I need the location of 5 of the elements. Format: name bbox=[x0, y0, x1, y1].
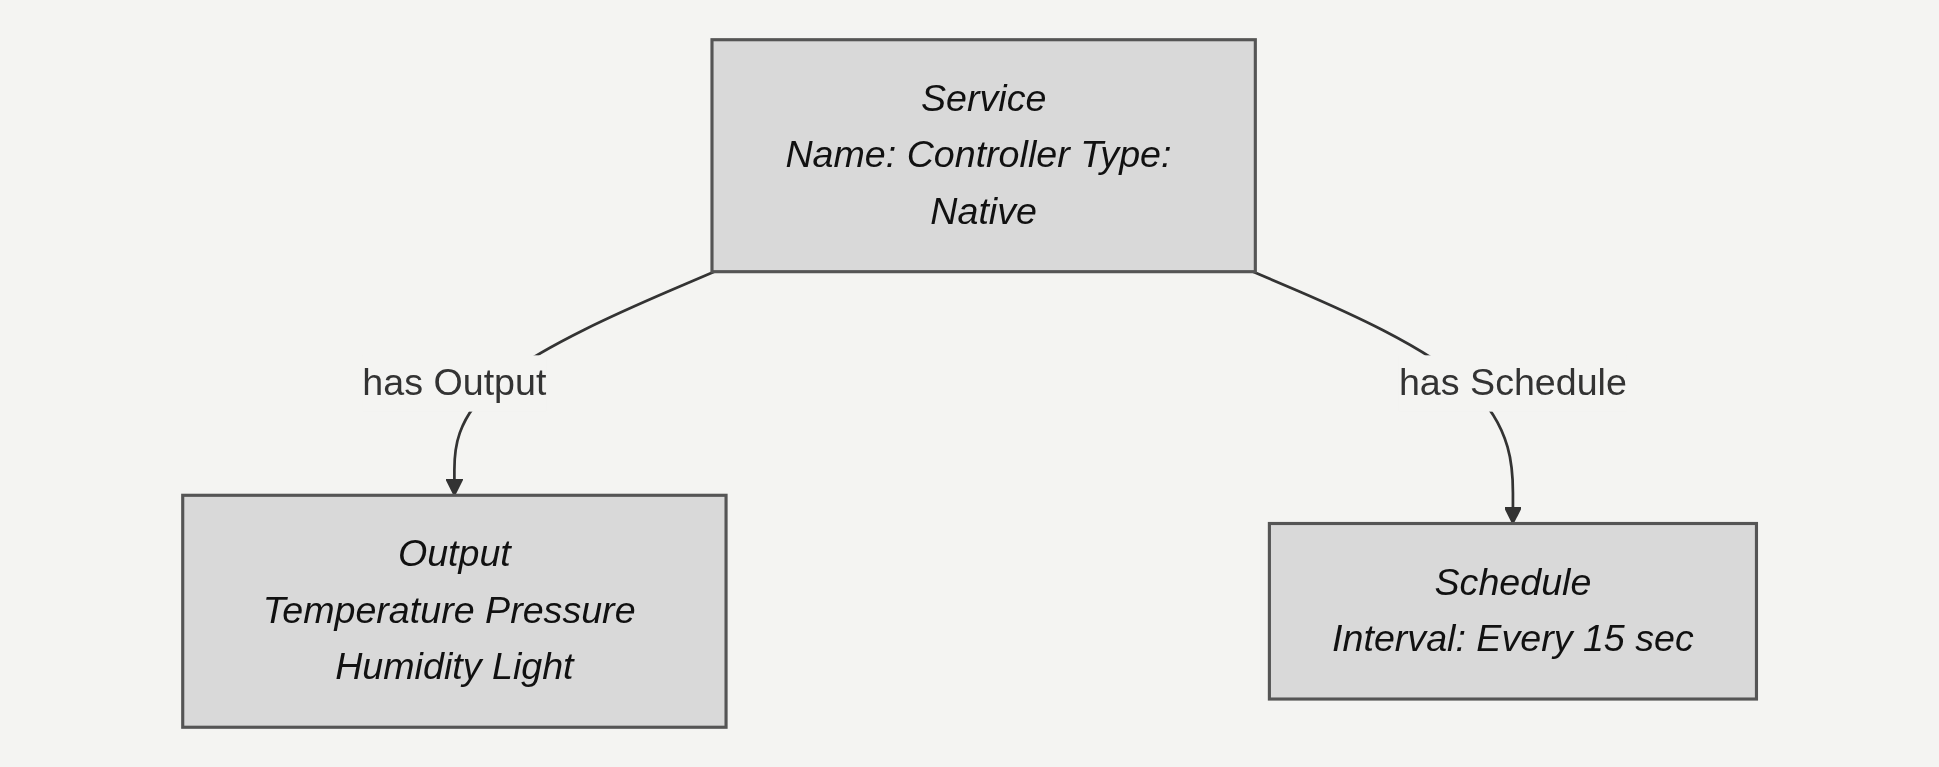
node-box: Schedule Interval: Every 15 sec bbox=[1267, 521, 1758, 701]
node-box: Service Name: Controller Type: Native bbox=[710, 38, 1257, 274]
edge-label: has Output bbox=[362, 361, 547, 404]
edge-label: has Schedule bbox=[1398, 361, 1627, 404]
node-box: Output Temperature Pressure Humidity Light bbox=[181, 493, 728, 729]
